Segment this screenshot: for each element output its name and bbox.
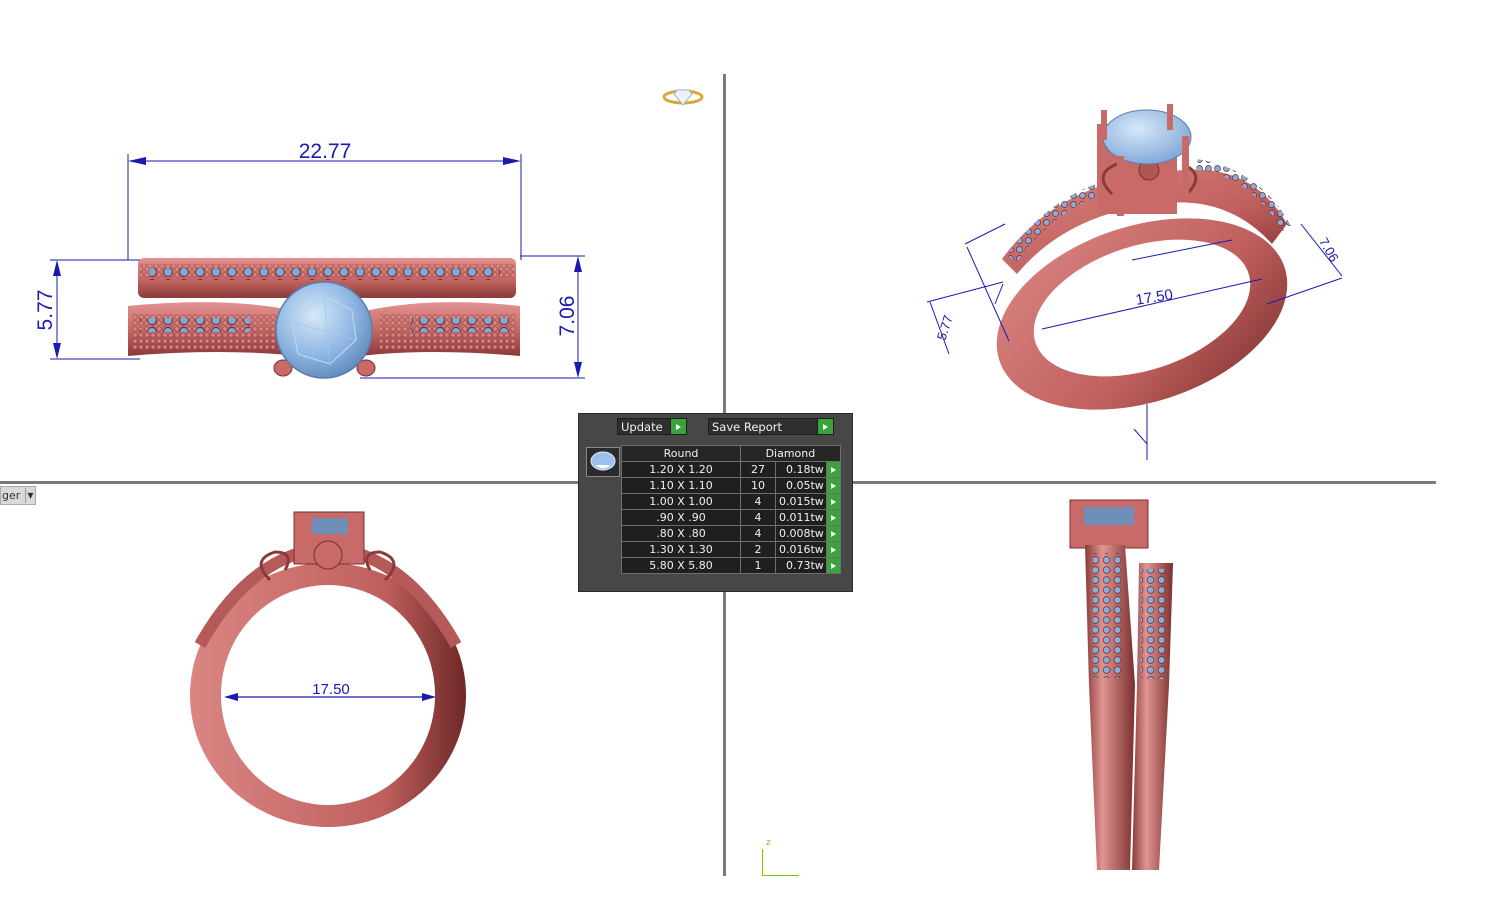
dim-height-left-label: 5.77 <box>34 290 57 331</box>
persp-height-right-label: 7.06 <box>1316 235 1342 264</box>
row-go-button[interactable] <box>825 541 841 558</box>
update-button-label: Update <box>621 420 663 434</box>
viewport-front[interactable]: 22.77 5.77 7.06 <box>0 74 722 480</box>
side-ring-model <box>190 511 466 827</box>
row-weight: 0.05tw <box>775 477 827 494</box>
row-count: 1 <box>740 557 776 574</box>
row-count: 10 <box>740 477 776 494</box>
table-row: .80 X .80 4 0.008tw <box>621 525 841 542</box>
table-row: 1.20 X 1.20 27 0.18tw <box>621 461 841 478</box>
save-report-button-label: Save Report <box>712 420 783 434</box>
persp-height-left-label: 5.77 <box>934 313 956 342</box>
viewport-side[interactable]: 17.50 <box>0 485 722 876</box>
viewport-name-dropdown[interactable]: ger ▼ <box>0 486 36 505</box>
row-size: 1.00 X 1.00 <box>621 493 741 510</box>
row-go-button[interactable] <box>825 509 841 526</box>
table-row: 1.10 X 1.10 10 0.05tw <box>621 477 841 494</box>
table-row: 1.30 X 1.30 2 0.016tw <box>621 541 841 558</box>
row-size: 1.20 X 1.20 <box>621 461 741 478</box>
save-report-button[interactable]: Save Report <box>708 418 834 435</box>
row-weight: 0.18tw <box>775 461 827 478</box>
viewport-name-label: ger <box>2 489 21 502</box>
axis-gizmo <box>762 849 799 876</box>
col-material-header: Diamond <box>740 445 841 462</box>
gem-thumbnail[interactable] <box>586 447 620 477</box>
row-weight: 0.73tw <box>775 557 827 574</box>
dim-height-right-label: 7.06 <box>556 296 579 337</box>
row-go-button[interactable] <box>825 493 841 510</box>
row-count: 2 <box>740 541 776 558</box>
row-go-button[interactable] <box>825 461 841 478</box>
table-row: .90 X .90 4 0.011tw <box>621 509 841 526</box>
row-count: 4 <box>740 525 776 542</box>
side-inner-dim-label: 17.50 <box>312 681 350 698</box>
row-weight: 0.008tw <box>775 525 827 542</box>
row-go-button[interactable] <box>825 477 841 494</box>
dim-width-label: 22.77 <box>299 140 352 163</box>
perspective-ring-model <box>996 104 1292 410</box>
table-row: 5.80 X 5.80 1 0.73tw <box>621 557 841 574</box>
chevron-down-icon[interactable]: ▼ <box>25 488 35 503</box>
front-ring-model <box>128 258 520 379</box>
viewport-perspective[interactable]: 17.50 7.06 5.77 <box>727 74 1436 480</box>
row-weight: 0.015tw <box>775 493 827 510</box>
row-size: .90 X .90 <box>621 509 741 526</box>
row-size: 1.30 X 1.30 <box>621 541 741 558</box>
front-dimensions <box>50 154 585 379</box>
persp-inner-dim-label: 17.50 <box>1134 286 1174 309</box>
gem-report-panel: Update Save Report Round Diamond 1.20 X … <box>578 413 853 592</box>
ring-thumbnail-icon[interactable] <box>662 89 704 106</box>
row-count: 4 <box>740 493 776 510</box>
update-button[interactable]: Update <box>617 418 687 435</box>
row-count: 27 <box>740 461 776 478</box>
row-size: 1.10 X 1.10 <box>621 477 741 494</box>
viewport-profile[interactable] <box>727 485 1436 876</box>
axis-z-label: z <box>766 838 771 848</box>
row-size: .80 X .80 <box>621 525 741 542</box>
row-go-button[interactable] <box>825 557 841 574</box>
profile-ring-model <box>1069 499 1173 870</box>
col-shape-header: Round <box>621 445 741 462</box>
row-count: 4 <box>740 509 776 526</box>
row-go-button[interactable] <box>825 525 841 542</box>
table-row: 1.00 X 1.00 4 0.015tw <box>621 493 841 510</box>
row-size: 5.80 X 5.80 <box>621 557 741 574</box>
perspective-dimensions <box>926 223 1343 460</box>
row-weight: 0.011tw <box>775 509 827 526</box>
row-weight: 0.016tw <box>775 541 827 558</box>
update-go-icon[interactable] <box>670 419 686 434</box>
save-report-go-icon[interactable] <box>817 419 833 434</box>
gem-table: Round Diamond 1.20 X 1.20 27 0.18tw 1.10… <box>621 445 841 574</box>
